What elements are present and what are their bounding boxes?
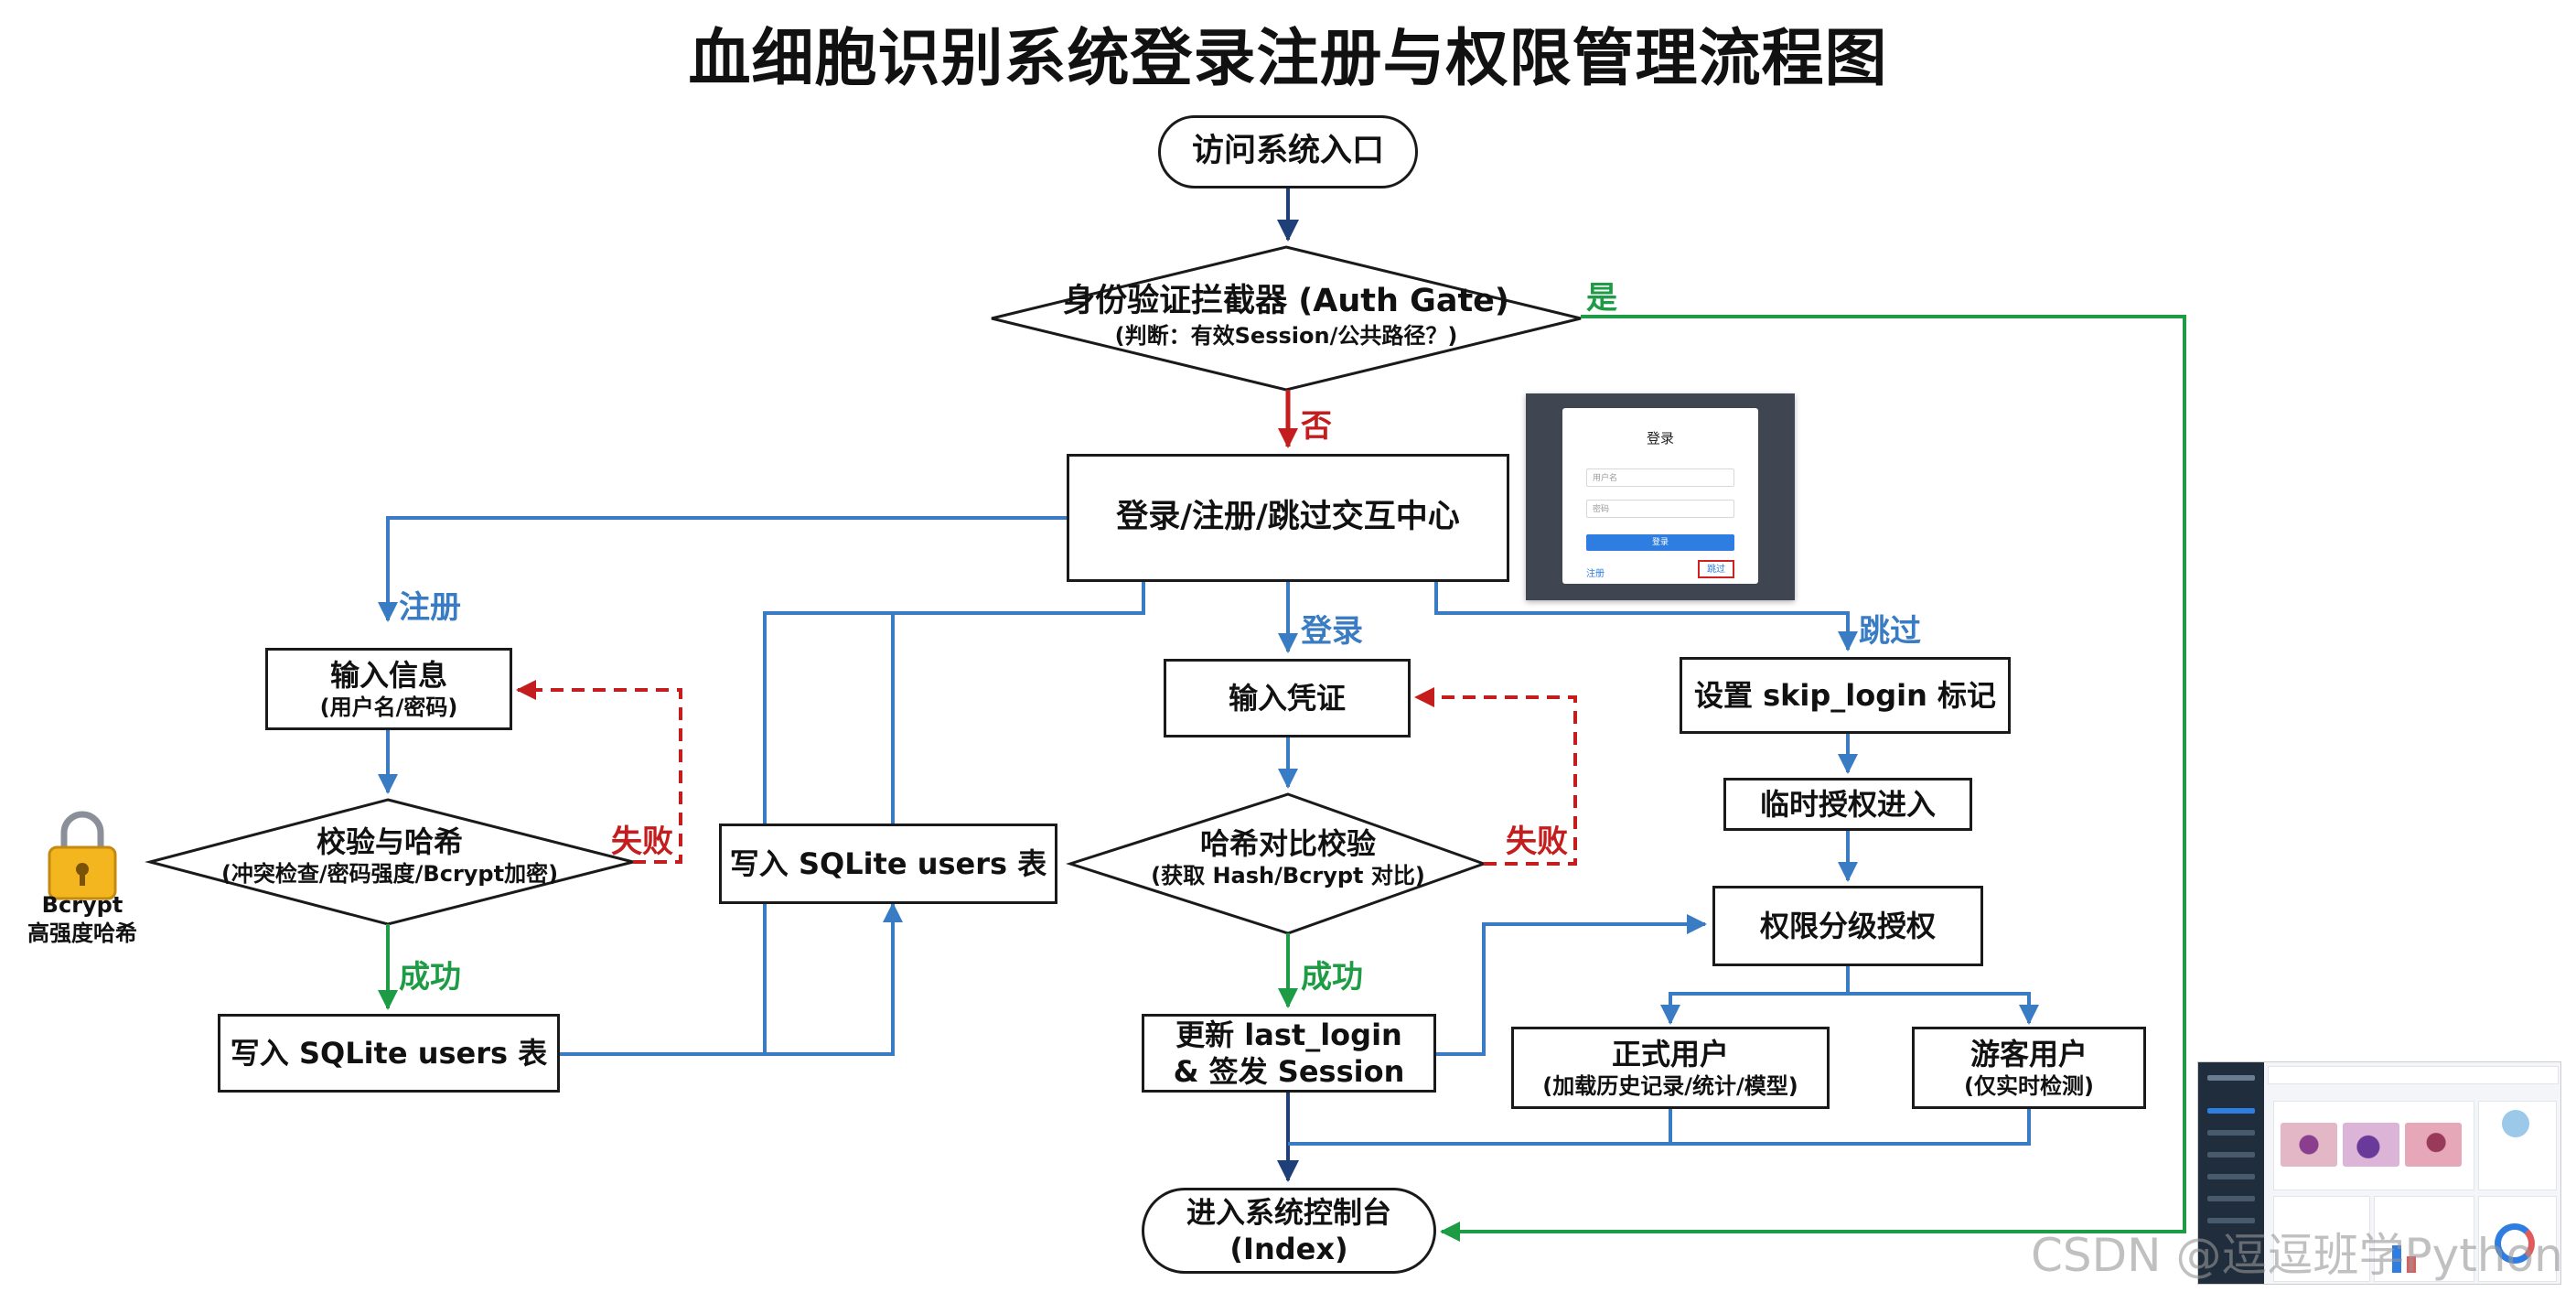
hash-compare-title: 哈希对比校验 — [1199, 826, 1376, 861]
dashboard-stats-panel — [2273, 1196, 2370, 1282]
node-input-credential: 输入凭证 — [1164, 659, 1411, 738]
perm-grade-label: 权限分级授权 — [1759, 909, 1936, 943]
label-skip: 跳过 — [1859, 613, 1921, 650]
login-screenshot: 登录 用户名 密码 登录 注册 跳过 — [1526, 393, 1795, 600]
node-hub-label: 登录/注册/跳过交互中心 — [1116, 499, 1460, 536]
label-success-right: 成功 — [1301, 959, 1363, 996]
dashboard-bar — [2392, 1245, 2401, 1273]
validate-hash-text: 校验与哈希 (冲突检查/密码强度/Bcrypt加密) — [188, 824, 591, 888]
bcrypt-badge-line1: Bcrypt — [41, 892, 123, 918]
dashboard-sidebar — [2198, 1062, 2264, 1284]
dashboard-cell-image — [2343, 1123, 2399, 1167]
node-entry: 访问系统入口 — [1158, 115, 1418, 188]
node-hub: 登录/注册/跳过交互中心 — [1067, 454, 1509, 582]
edge-compare-fail — [1414, 687, 1577, 866]
hash-compare-sub: (获取 Hash/Bcrypt 对比) — [1151, 863, 1425, 888]
update-login-line2: & 签发 Session — [1173, 1054, 1405, 1089]
label-success-left: 成功 — [399, 959, 461, 996]
login-skip-button: 跳过 — [1698, 560, 1734, 578]
bcrypt-badge-line2: 高强度哈希 — [27, 921, 137, 947]
formal-user-sub: (加载历史记录/统计/模型) — [1542, 1073, 1798, 1099]
lock-icon — [48, 811, 117, 900]
node-perm-grade: 权限分级授权 — [1712, 886, 1983, 966]
node-temp-auth: 临时授权进入 — [1723, 778, 1972, 831]
label-register: 注册 — [399, 589, 461, 626]
edge-auth-console — [1440, 315, 2186, 1242]
login-password-input: 密码 — [1586, 500, 1734, 518]
label-yes: 是 — [1586, 280, 1617, 317]
validate-hash-title: 校验与哈希 — [316, 824, 463, 859]
edge-write-back-hub — [560, 582, 1145, 1056]
formal-user-title: 正式用户 — [1611, 1037, 1729, 1071]
auth-gate-title: 身份验证拦截器 (Auth Gate) — [1063, 283, 1509, 319]
dashboard-donut — [2495, 1223, 2535, 1264]
input-info-sub: (用户名/密码) — [319, 694, 458, 720]
label-fail-right: 失败 — [1506, 824, 1568, 860]
node-set-skip: 设置 skip_login 标记 — [1680, 657, 2011, 734]
node-input-info: 输入信息 (用户名/密码) — [265, 648, 512, 730]
validate-hash-sub: (冲突检查/密码强度/Bcrypt加密) — [220, 861, 559, 887]
node-write-users-mid: 写入 SQLite users 表 — [719, 824, 1057, 904]
page-title: 血细胞识别系统登录注册与权限管理流程图 — [688, 23, 1888, 95]
temp-auth-label: 临时授权进入 — [1759, 787, 1936, 822]
dashboard-sidebar-item — [2207, 1130, 2255, 1136]
edge-perm-formal — [1660, 966, 1850, 1025]
console-line1: 进入系统控制台 — [1186, 1195, 1391, 1230]
write-users-mid-label: 写入 SQLite users 表 — [729, 846, 1047, 881]
auth-gate-text: 身份验证拦截器 (Auth Gate) (判断：有效Session/公共路径？) — [1037, 282, 1535, 350]
dashboard-chart-panel — [2374, 1196, 2474, 1282]
avatar — [2502, 1110, 2529, 1137]
dashboard-sidebar-item — [2207, 1196, 2255, 1201]
edge-perm-guest — [1848, 992, 2039, 1025]
login-username-input: 用户名 — [1586, 468, 1734, 487]
dashboard-cell-image — [2281, 1123, 2337, 1167]
login-register-link: 注册 — [1586, 569, 1605, 579]
set-skip-label: 设置 skip_login 标记 — [1693, 678, 1997, 713]
dashboard-header-bar — [2268, 1066, 2559, 1084]
edge-write-to-mid — [765, 902, 903, 1056]
login-card-title: 登录 — [1646, 430, 1674, 447]
dashboard-cell-image — [2405, 1123, 2462, 1167]
dashboard-sidebar-item — [2207, 1075, 2255, 1081]
login-card: 登录 用户名 密码 登录 注册 跳过 — [1562, 408, 1758, 584]
dashboard-sidebar-item — [2207, 1218, 2255, 1223]
label-no: 否 — [1301, 408, 1332, 445]
dashboard-sidebar-item — [2207, 1174, 2255, 1179]
guest-user-title: 游客用户 — [1970, 1037, 2088, 1071]
node-entry-label: 访问系统入口 — [1191, 133, 1384, 170]
hash-compare-text: 哈希对比校验 (获取 Hash/Bcrypt 对比) — [1125, 825, 1451, 889]
edge-hub-skip — [1434, 582, 1858, 651]
auth-gate-sub: (判断：有效Session/公共路径？) — [1114, 322, 1458, 349]
edge-users-console — [1288, 1107, 1672, 1146]
dashboard-bar — [2407, 1256, 2416, 1273]
edge-validate-fail — [516, 680, 682, 864]
node-guest-user: 游客用户 (仅实时检测) — [1912, 1027, 2146, 1109]
edge-guest-console — [1670, 1107, 2031, 1146]
input-credential-label: 输入凭证 — [1228, 681, 1346, 716]
login-card-button: 登录 — [1586, 534, 1734, 551]
update-login-line1: 更新 last_login — [1175, 1017, 1402, 1052]
node-formal-user: 正式用户 (加载历史记录/统计/模型) — [1511, 1027, 1830, 1109]
edge-update-perm — [1436, 914, 1707, 1056]
watermark: CSDN @逗逗班学Python — [2031, 1229, 2563, 1282]
console-line2: (Index) — [1229, 1232, 1348, 1266]
dashboard-screenshot — [2197, 1061, 2561, 1285]
dashboard-sidebar-item — [2207, 1108, 2255, 1114]
write-users-left-label: 写入 SQLite users 表 — [230, 1036, 548, 1071]
label-fail-left: 失败 — [611, 824, 673, 860]
label-login: 登录 — [1301, 613, 1363, 650]
node-console: 进入系统控制台 (Index) — [1142, 1188, 1436, 1274]
node-write-users-left: 写入 SQLite users 表 — [218, 1014, 560, 1093]
guest-user-sub: (仅实时检测) — [1964, 1073, 2094, 1099]
input-info-title: 输入信息 — [329, 658, 447, 693]
edge-hub-register — [378, 516, 1067, 622]
bcrypt-badge: Bcrypt 高强度哈希 — [9, 891, 156, 948]
dashboard-sidebar-item — [2207, 1152, 2255, 1157]
node-update-login: 更新 last_login & 签发 Session — [1142, 1014, 1436, 1093]
